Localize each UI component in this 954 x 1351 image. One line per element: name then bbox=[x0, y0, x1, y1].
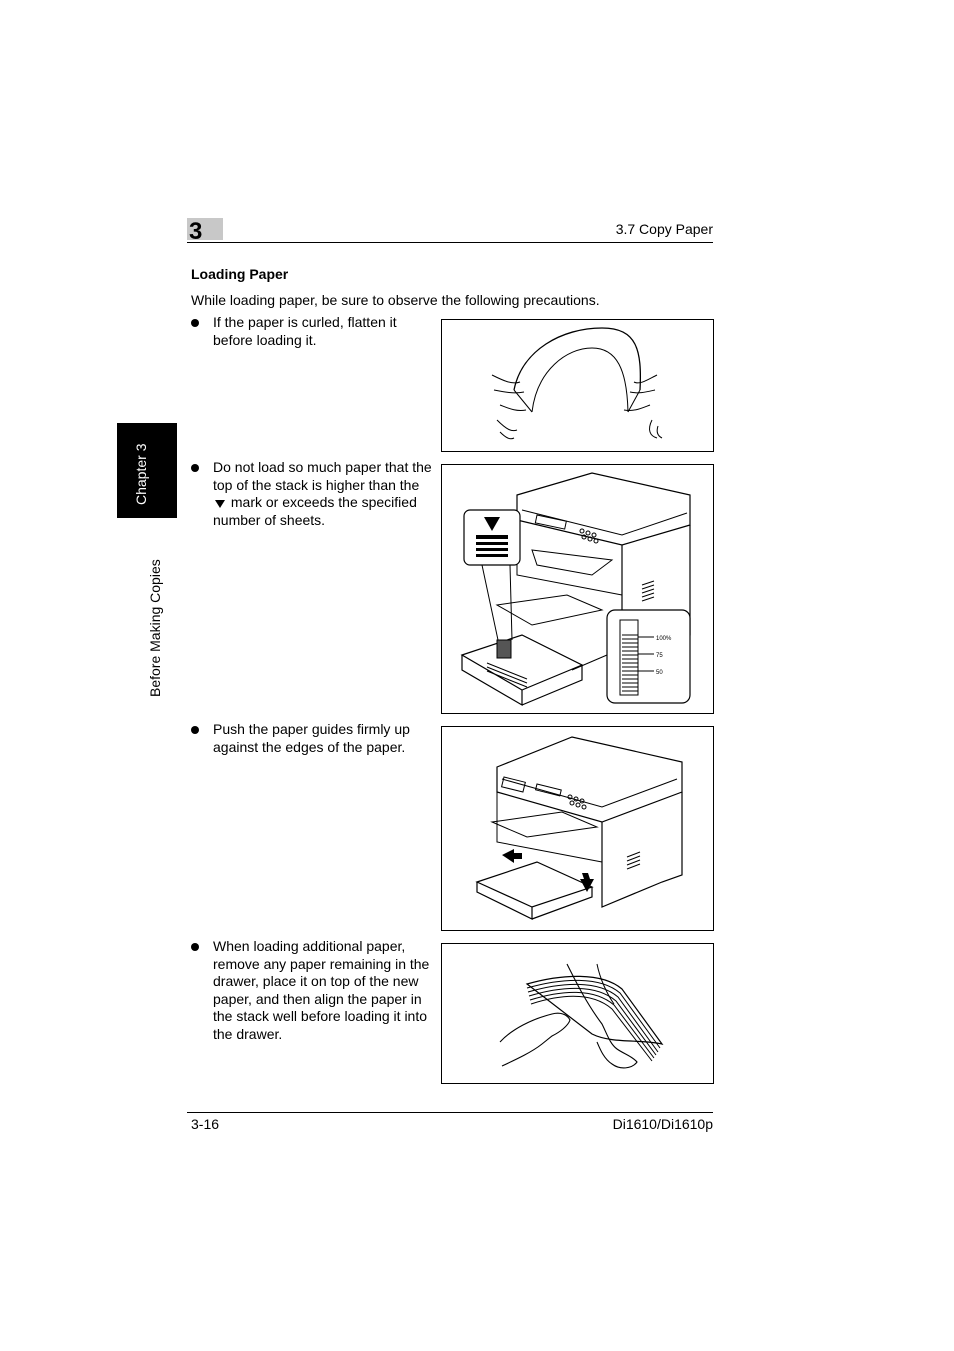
model-name: Di1610/Di1610p bbox=[612, 1116, 713, 1132]
chapter-number: 3 bbox=[189, 218, 203, 245]
bullet-text-part: mark or exceeds the specified number of … bbox=[213, 494, 417, 528]
bullet-dot bbox=[191, 726, 199, 734]
gauge-label: 50 bbox=[656, 670, 663, 676]
bullet-text-part: Do not load so much paper that the top o… bbox=[213, 459, 432, 493]
gauge-label: 75 bbox=[656, 653, 663, 659]
gauge-label: 100% bbox=[656, 636, 672, 642]
curled-paper-illustration bbox=[441, 319, 714, 452]
paper-guides-illustration bbox=[441, 726, 714, 931]
header-rule bbox=[187, 242, 713, 243]
chapter-tab: Chapter 3 bbox=[117, 423, 177, 518]
stack-paper-illustration bbox=[441, 943, 714, 1084]
chapter-tab-label: Chapter 3 bbox=[133, 443, 149, 505]
bullet-text: When loading additional paper, remove an… bbox=[213, 938, 430, 1042]
triangle-mark-icon bbox=[215, 500, 225, 509]
bullet-dot bbox=[191, 464, 199, 472]
bullet-text: Push the paper guides firmly up against … bbox=[213, 721, 410, 755]
page-number: 3-16 bbox=[191, 1116, 220, 1132]
bullet-text: If the paper is curled, flatten it befor… bbox=[213, 314, 397, 348]
bullet-dot bbox=[191, 319, 199, 327]
chapter-title-vertical: Before Making Copies bbox=[147, 559, 163, 697]
section-title: 3.7 Copy Paper bbox=[615, 221, 713, 237]
paper-drawer-illustration: 100% 75 50 bbox=[441, 464, 714, 714]
bullet-text: Do not load so much paper that the top o… bbox=[213, 459, 433, 529]
intro-text: While loading paper, be sure to observe … bbox=[191, 292, 600, 308]
bullet-dot bbox=[191, 943, 199, 951]
chapter-number-box bbox=[187, 218, 223, 240]
footer-rule bbox=[187, 1112, 713, 1113]
page-heading: Loading Paper bbox=[191, 266, 289, 282]
